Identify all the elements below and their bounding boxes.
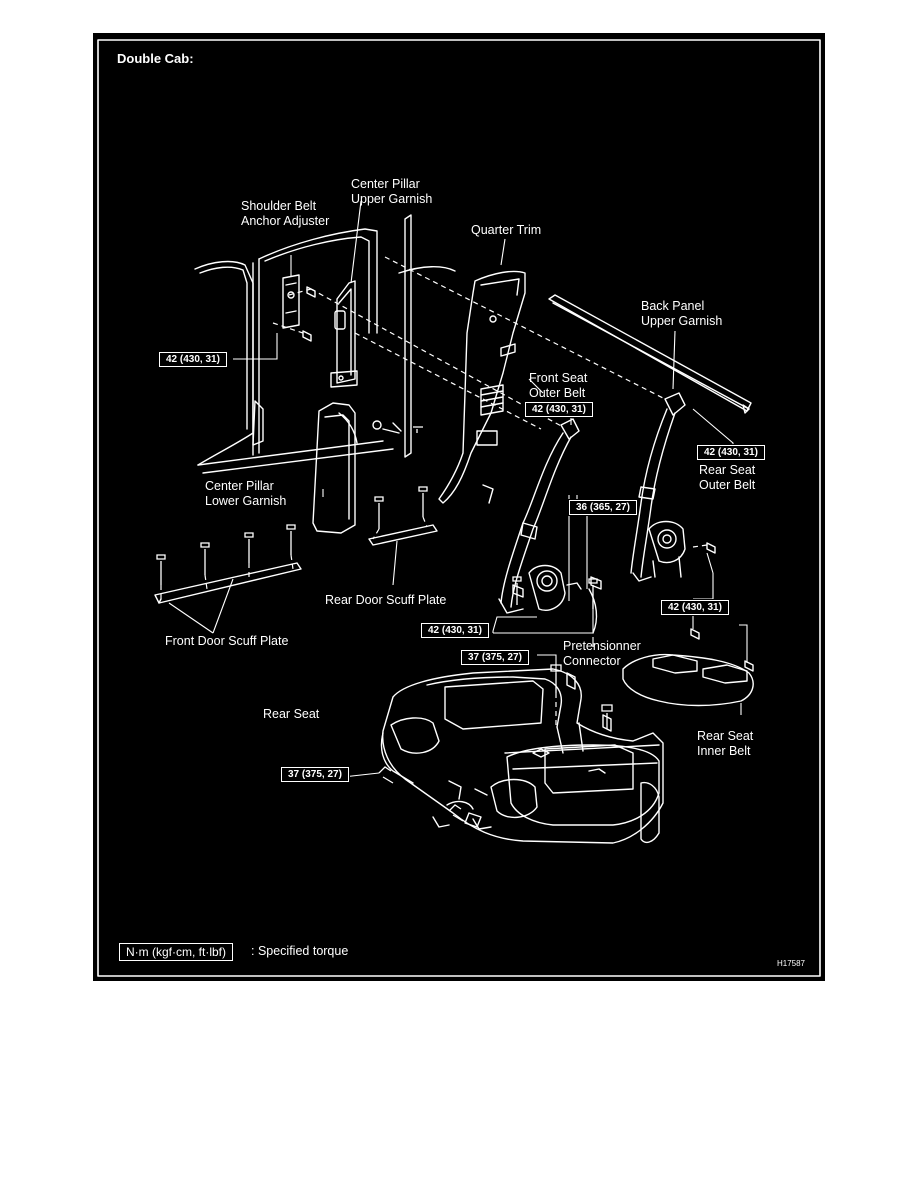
label-center-pillar-upper-garnish: Center Pillar Upper Garnish — [351, 177, 433, 206]
diagram-drawing — [97, 39, 821, 977]
legend-torque-text: : Specified torque — [251, 944, 349, 958]
front-door-scuff-plate — [154, 562, 302, 604]
rear-seat-inner-belt — [622, 628, 754, 707]
torque-box-rear-seat-side: 37 (375, 27) — [280, 766, 350, 783]
label-rear-seat: Rear Seat — [263, 707, 320, 721]
front-seat-outer-belt — [498, 418, 602, 634]
quarter-trim — [398, 214, 526, 504]
body-side-panel — [194, 228, 394, 474]
torque-box-rear-outer-lower: 42 (430, 31) — [660, 599, 730, 616]
label-pretensioner-connector: Pretensionner Connector — [563, 639, 641, 668]
center-pillar-upper-garnish — [330, 280, 358, 388]
torque-box-rear-seat-top: 37 (375, 27) — [460, 649, 530, 666]
rear-seat-outer-belt — [630, 392, 716, 582]
label-quarter-trim: Quarter Trim — [471, 223, 542, 237]
torque-box-front-outer-upper: 42 (430, 31) — [524, 401, 594, 418]
alignment-lines — [160, 256, 708, 729]
back-panel-upper-garnish — [548, 294, 752, 414]
legend-torque-unit-box: N·m (kgf·cm, ft·lbf) — [119, 943, 233, 961]
frame-border — [97, 39, 821, 977]
label-front-seat-outer-belt: Front Seat Outer Belt — [529, 371, 588, 400]
label-rear-door-scuff-plate: Rear Door Scuff Plate — [325, 593, 447, 607]
label-shoulder-belt-anchor-adjuster: Shoulder Belt Anchor Adjuster — [241, 199, 330, 228]
drawing-code: H17587 — [776, 959, 805, 968]
label-front-door-scuff-plate: Front Door Scuff Plate — [165, 634, 289, 648]
label-back-panel-upper-garnish: Back Panel Upper Garnish — [641, 299, 723, 328]
label-rear-seat-inner-belt: Rear Seat Inner Belt — [697, 729, 754, 758]
rear-seat — [380, 668, 664, 844]
torque-box-shoulder-anchor: 42 (430, 31) — [158, 351, 228, 368]
exploded-diagram: Double Cab: Center Pillar Upper Garnish … — [93, 33, 825, 981]
shoulder-belt-anchor-adjuster — [282, 274, 316, 342]
torque-box-rear-outer-upper: 42 (430, 31) — [696, 444, 766, 461]
torque-box-front-outer-lower: 42 (430, 31) — [420, 622, 490, 639]
torque-box-front-retractor: 36 (365, 27) — [568, 499, 638, 516]
rear-door-scuff-plate — [368, 524, 438, 546]
label-rear-seat-outer-belt: Rear Seat Outer Belt — [699, 463, 756, 492]
diagram-title: Double Cab: — [117, 51, 194, 66]
bolts — [156, 426, 613, 822]
center-pillar-lower-garnish — [312, 402, 402, 534]
label-center-pillar-lower-garnish: Center Pillar Lower Garnish — [205, 479, 287, 508]
